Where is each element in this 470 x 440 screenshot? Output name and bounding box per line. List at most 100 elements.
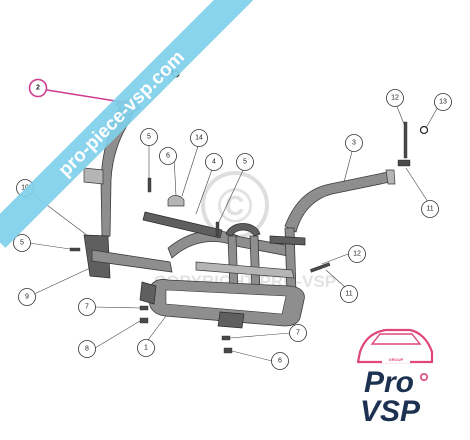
floor-front-bracket xyxy=(139,281,157,305)
callout-7-left: 7 xyxy=(78,298,96,316)
leader-lines-line xyxy=(181,139,201,197)
callout-8-left: 8 xyxy=(78,340,96,358)
logo-pro-text: Pro xyxy=(364,366,414,399)
center-pillar-right xyxy=(249,235,261,293)
leader-lines-line xyxy=(195,163,215,215)
callout-11-top: 11 xyxy=(421,200,439,218)
callout-10-label: 10 xyxy=(21,185,29,192)
callout-14-circle xyxy=(190,129,208,147)
callout-1-label: 1 xyxy=(144,345,148,352)
callout-13: 13 xyxy=(434,93,452,111)
leader-lines-line xyxy=(231,350,273,362)
leader-lines-line xyxy=(217,163,247,225)
callout-5-top: 5 xyxy=(140,128,158,146)
callout-6-right-circle xyxy=(271,352,289,370)
front-cross-member xyxy=(91,249,173,273)
callout-14-label: 14 xyxy=(195,135,203,142)
leader-lines-line xyxy=(94,320,141,349)
callout-5-left-circle xyxy=(13,234,31,252)
callout-12-top-label: 12 xyxy=(391,95,399,102)
callout-5-top-label: 5 xyxy=(147,134,151,141)
callout-3-circle xyxy=(345,134,363,152)
callout-12-bottom-circle xyxy=(348,245,366,263)
part-3-rear-arch-end xyxy=(385,169,396,185)
callout-6-label: 6 xyxy=(166,153,170,160)
leader-lines-line xyxy=(405,167,429,203)
part-14-clip xyxy=(167,195,185,207)
callout-7-left-label: 7 xyxy=(85,304,89,311)
part-13-ring xyxy=(419,125,429,135)
callout-8-left-label: 8 xyxy=(85,346,89,353)
part-11-clamp-top xyxy=(397,159,411,167)
callout-12-bottom: 12 xyxy=(348,245,366,263)
logo-group-band xyxy=(382,356,410,363)
callout-7-left-circle xyxy=(78,298,96,316)
callout-5-left: 5 xyxy=(13,234,31,252)
callout-14: 14 xyxy=(190,129,208,147)
leader-lines-line xyxy=(28,242,71,250)
callout-13-circle xyxy=(434,93,452,111)
callout-12-top-circle xyxy=(386,89,404,107)
part-5-bolt-top xyxy=(147,177,152,193)
url-banner-band xyxy=(0,0,253,248)
callout-6-right: 6 xyxy=(271,352,289,370)
logo-car-outline xyxy=(356,328,434,364)
logo-vsp-text: VSP xyxy=(360,395,421,428)
callout-12-bottom-label: 12 xyxy=(353,251,361,258)
part-12-bolt-bottom xyxy=(310,262,331,273)
leader-lines-line xyxy=(321,253,349,265)
right-side-bar xyxy=(269,235,306,246)
callout-11-top-circle xyxy=(421,200,439,218)
leader-lines-line xyxy=(147,315,167,341)
callout-4: 4 xyxy=(205,153,223,171)
callout-6-circle xyxy=(159,147,177,165)
part-5-bolt-right xyxy=(215,221,220,237)
logo-group-label: GROUP xyxy=(389,357,404,362)
part-7-bolt-left xyxy=(139,305,149,311)
leader-lines-line xyxy=(94,306,141,309)
callout-6-right-label: 6 xyxy=(278,358,282,365)
callout-11-bottom: 11 xyxy=(340,285,358,303)
callout-11-bottom-label: 11 xyxy=(345,291,352,298)
callout-9-circle xyxy=(18,288,36,306)
part-5-bolt-left xyxy=(69,247,81,252)
highlight-part-2: 2 xyxy=(28,78,129,104)
part-3-rear-arch xyxy=(284,171,391,233)
part-8-nut-right xyxy=(223,347,233,354)
callout-7-right-circle xyxy=(289,324,307,342)
center-arch xyxy=(225,223,261,237)
diagonal-brace xyxy=(195,261,295,279)
url-banner: pro-piece-vsp.com xyxy=(0,0,253,248)
callout-5-right-label: 5 xyxy=(243,159,247,166)
callout-6: 6 xyxy=(159,147,177,165)
callout-5-right: 5 xyxy=(236,153,254,171)
callout-8-left-circle xyxy=(78,340,96,358)
callout-4-label: 4 xyxy=(212,159,216,166)
callout-7-right-label: 7 xyxy=(296,330,300,337)
callout-1: 1 xyxy=(137,339,155,357)
leader-lines-line xyxy=(29,267,91,297)
leader-lines xyxy=(26,103,440,362)
callouts: 1 3 4 5 5 5 6 6 7 7 8 9 10 11 11 12 12 1… xyxy=(13,89,452,370)
logo-pro-dot xyxy=(419,372,428,381)
leader-lines-line xyxy=(229,332,291,339)
part-7-bolt-right xyxy=(221,335,231,341)
highlight-callout-label: 2 xyxy=(36,85,40,92)
callout-12-top: 12 xyxy=(386,89,404,107)
callout-5-right-circle xyxy=(236,153,254,171)
callout-3: 3 xyxy=(345,134,363,152)
callout-4-circle xyxy=(205,153,223,171)
part-12-bolt-top xyxy=(403,121,408,159)
callout-11-bottom-circle xyxy=(340,285,358,303)
callout-5-left-label: 5 xyxy=(20,240,24,247)
leader-lines-line xyxy=(173,155,177,197)
callout-3-label: 3 xyxy=(352,140,356,147)
part-1-floor-inner xyxy=(165,289,287,315)
left-mount-plate xyxy=(83,167,104,185)
callout-11-top-label: 11 xyxy=(426,206,433,213)
leader-lines-line xyxy=(395,103,405,125)
provsp-logo: GROUP Pro VSP xyxy=(356,328,434,428)
callout-9-label: 9 xyxy=(25,294,29,301)
callout-9: 9 xyxy=(18,288,36,306)
